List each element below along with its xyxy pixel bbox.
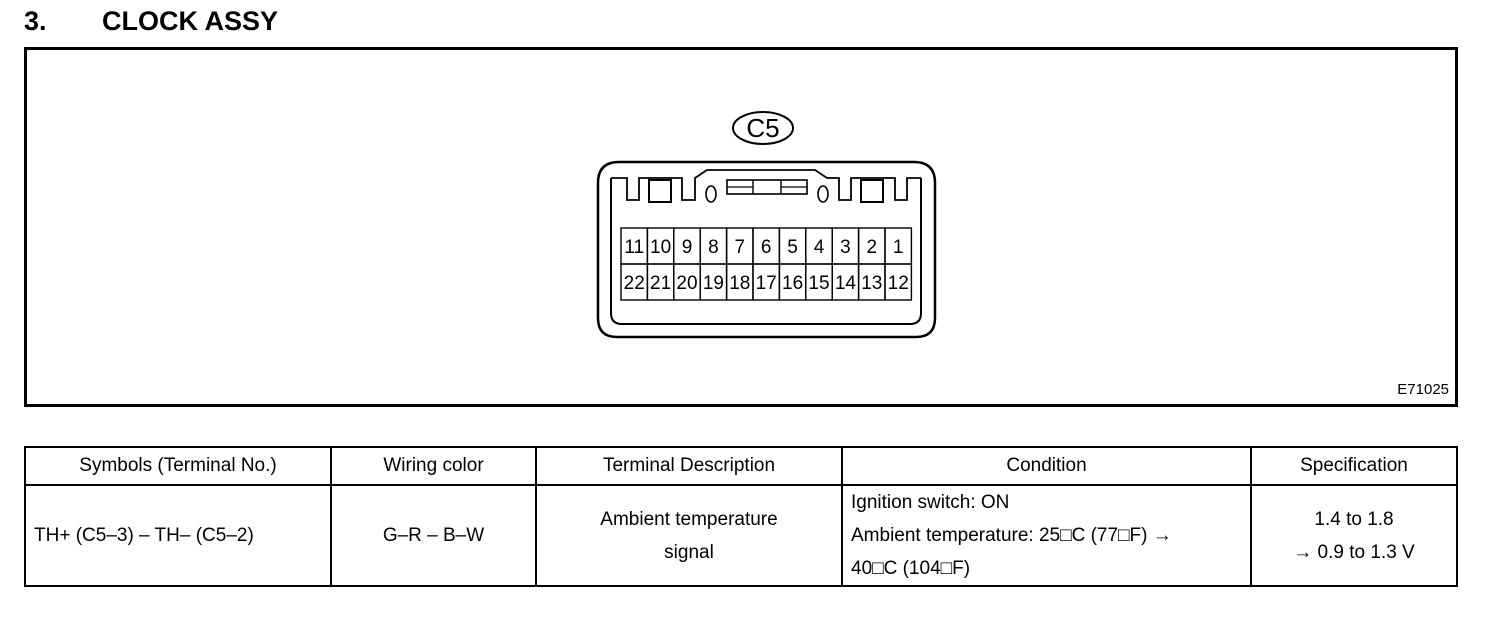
terminal-number: 20 — [676, 273, 697, 294]
terminal-number: 22 — [624, 273, 645, 294]
terminal-number: 11 — [624, 237, 644, 258]
terminal-number: 10 — [650, 237, 671, 258]
figure-id: E71025 — [1397, 381, 1449, 398]
section-title: CLOCK ASSY — [102, 5, 279, 36]
terminal-number: 2 — [867, 237, 878, 258]
condition-line: Ambient temperature: 25□C (77□F) → — [851, 525, 1172, 546]
section-heading: 3. CLOCK ASSY — [24, 4, 278, 38]
terminal-number: 13 — [861, 273, 882, 294]
description-line: Ambient temperature — [600, 508, 778, 530]
connector-label-ellipse — [732, 111, 794, 145]
cell-specification: 1.4 to 1.8 → 0.9 to 1.3 V — [1250, 484, 1458, 587]
terminal-number: 15 — [808, 273, 829, 294]
terminal-number: 21 — [650, 273, 671, 294]
condition-line: 40□C (104□F) — [851, 558, 971, 579]
cell-description: Ambient temperature signal — [535, 484, 843, 587]
spec-line: → 0.9 to 1.3 V — [1293, 541, 1415, 563]
header-terminal-description: Terminal Description — [535, 446, 843, 486]
terminal-number: 1 — [893, 237, 904, 258]
terminal-number: 7 — [735, 237, 746, 258]
terminal-number: 5 — [787, 237, 798, 258]
connector-top-profile — [611, 169, 921, 201]
cell-condition: Ignition switch: ON Ambient temperature:… — [841, 484, 1252, 587]
connector-label: C5 — [746, 113, 779, 143]
table-header-row: Symbols (Terminal No.) Wiring color Term… — [24, 446, 1458, 486]
condition-line: Ignition switch: ON — [851, 492, 1010, 513]
connector-inner-body — [610, 178, 922, 325]
description-line: signal — [664, 541, 714, 563]
terminal-number: 9 — [682, 237, 693, 258]
right-guide — [817, 185, 829, 203]
spec-line: 1.4 to 1.8 — [1314, 508, 1394, 530]
terminal-spec-table: Symbols (Terminal No.) Wiring color Term… — [24, 446, 1458, 587]
terminal-number: 4 — [814, 237, 825, 258]
terminal-number: 16 — [782, 273, 803, 294]
terminal-number: 8 — [708, 237, 719, 258]
section-number: 3. — [24, 5, 47, 36]
header-specification: Specification — [1250, 446, 1458, 486]
terminal-number: 3 — [840, 237, 851, 258]
cell-symbols: TH+ (C5–3) – TH– (C5–2) — [24, 484, 332, 587]
connector-outer-body — [596, 160, 937, 339]
terminal-number: 12 — [888, 273, 909, 294]
header-wiring-color: Wiring color — [330, 446, 537, 486]
terminal-number: 19 — [703, 273, 724, 294]
left-guide — [705, 185, 717, 203]
header-symbols: Symbols (Terminal No.) — [24, 446, 332, 486]
header-condition: Condition — [841, 446, 1252, 486]
table-row: TH+ (C5–3) – TH– (C5–2) G–R – B–W Ambien… — [24, 484, 1458, 587]
left-slot — [648, 179, 672, 203]
terminal-number: 14 — [835, 273, 857, 294]
cell-wiring-color: G–R – B–W — [330, 484, 537, 587]
terminal-number: 6 — [761, 237, 772, 258]
terminal-number: 17 — [756, 273, 777, 294]
terminal-cell — [884, 263, 913, 301]
right-slot — [860, 179, 884, 203]
terminal-number: 18 — [729, 273, 750, 294]
